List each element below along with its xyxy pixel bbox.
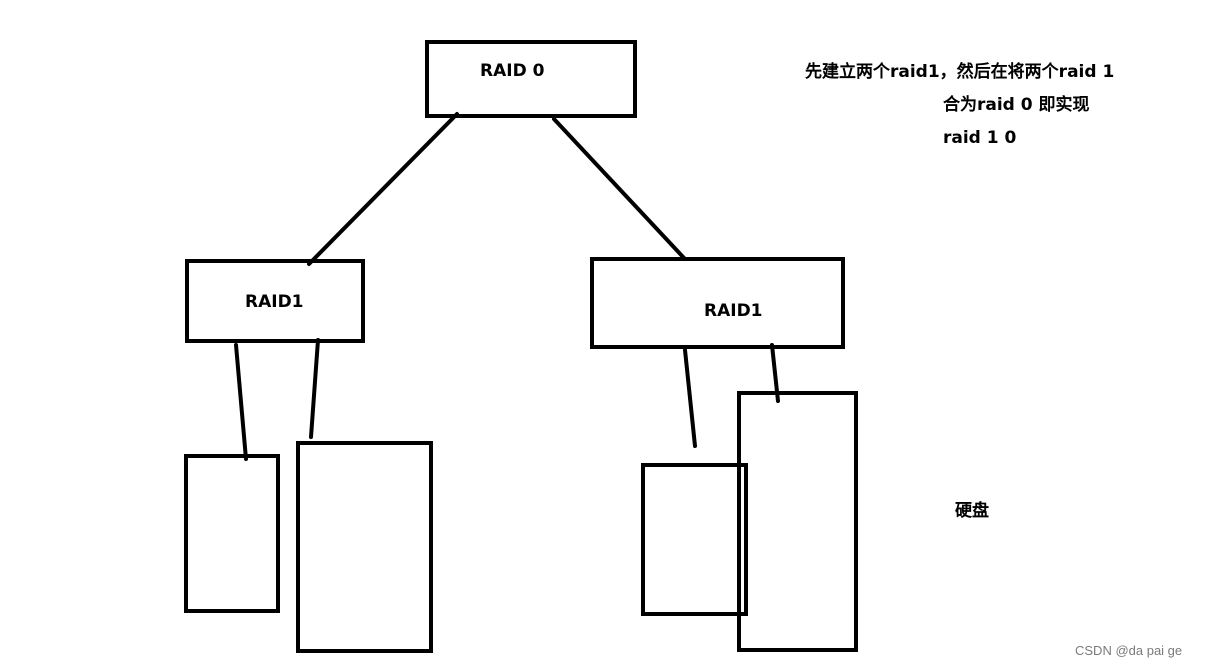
disk-1	[184, 454, 280, 613]
disk-3	[641, 463, 748, 616]
connector-right-raid1-to-disk-3	[683, 348, 697, 448]
raid0-node	[425, 40, 637, 118]
raid1-left-label: RAID1	[245, 292, 304, 312]
note-line-1: 先建立两个raid1，然后在将两个raid 1	[805, 62, 1115, 82]
raid0-label: RAID 0	[480, 61, 545, 81]
connector-left-raid1-to-disk-2	[309, 338, 320, 439]
raid1-right-node	[590, 257, 845, 349]
disk-2	[296, 441, 433, 653]
note-line-3: raid 1 0	[943, 128, 1017, 148]
connector-raid0-to-right-raid1	[552, 117, 686, 260]
connector-raid0-to-left-raid1	[307, 112, 459, 266]
watermark: CSDN @da pai ge	[1075, 643, 1183, 658]
note-line-2: 合为raid 0 即实现	[943, 95, 1090, 115]
raid1-left-node	[185, 259, 365, 343]
disk-label: 硬盘	[955, 501, 989, 521]
raid1-right-label: RAID1	[704, 301, 763, 321]
connector-left-raid1-to-disk-1	[234, 343, 248, 461]
disk-4	[737, 391, 858, 652]
